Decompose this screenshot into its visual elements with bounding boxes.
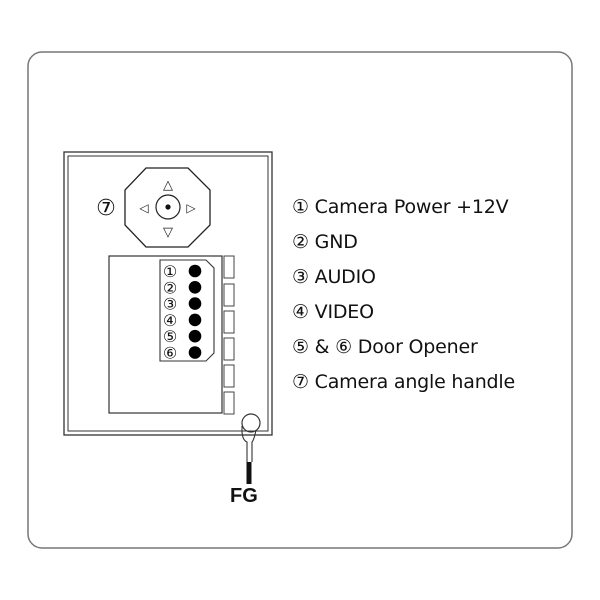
terminal-contact-4 [188, 313, 202, 327]
legend-item-gnd: ② GND [292, 231, 358, 253]
fg-screw-terminal [241, 413, 261, 433]
terminal-block [159, 259, 215, 362]
legend-item-video: ④ VIDEO [292, 301, 374, 323]
terminal-number-6: ⑥ [163, 344, 177, 363]
terminal-number-4: ④ [163, 311, 177, 330]
side-slot-1 [223, 255, 235, 279]
legend-item-camera-power: ① Camera Power +12V [292, 196, 509, 218]
terminal-number-3: ③ [163, 295, 177, 314]
terminal-contact-2 [188, 281, 202, 294]
legend-item-door-opener: ⑤ & ⑥ Door Opener [292, 336, 478, 358]
legend-item-camera-angle-handle: ⑦ Camera angle handle [292, 371, 515, 393]
arrow-down-icon: ▽ [163, 225, 173, 240]
handle-center-dot [165, 204, 171, 210]
fg-label: FG [230, 485, 258, 507]
arrow-up-icon: △ [163, 178, 173, 193]
terminal-number-2: ② [163, 278, 177, 297]
terminal-panel [108, 255, 223, 414]
terminal-contact-3 [188, 297, 202, 310]
side-slots [223, 255, 235, 415]
side-slot-5 [223, 364, 235, 388]
terminal-contact-5 [188, 329, 202, 343]
outer-frame [27, 51, 573, 549]
terminal-contact-6 [188, 346, 202, 359]
arrow-right-icon: ▷ [186, 201, 196, 215]
handle-marker: ⑦ [96, 196, 116, 221]
device-housing-inner [67, 155, 269, 432]
legend-item-audio: ③ AUDIO [292, 266, 376, 288]
side-slot-2 [223, 283, 235, 307]
side-slot-4 [223, 337, 235, 361]
fg-wire-bend-2 [251, 429, 257, 462]
terminal-contact-1 [188, 264, 202, 278]
fg-wire-bend [241, 426, 248, 462]
side-slot-3 [223, 310, 235, 334]
device-housing [63, 151, 273, 436]
legend: ① Camera Power +12V ② GND ③ AUDIO ④ VIDE… [292, 192, 582, 402]
arrow-left-icon: ◁ [138, 201, 148, 215]
camera-angle-handle[interactable] [124, 167, 211, 248]
side-slot-6 [223, 391, 235, 415]
handle-center-ring [155, 194, 181, 220]
terminal-number-5: ⑤ [163, 327, 177, 346]
terminal-number-1: ① [163, 262, 177, 281]
